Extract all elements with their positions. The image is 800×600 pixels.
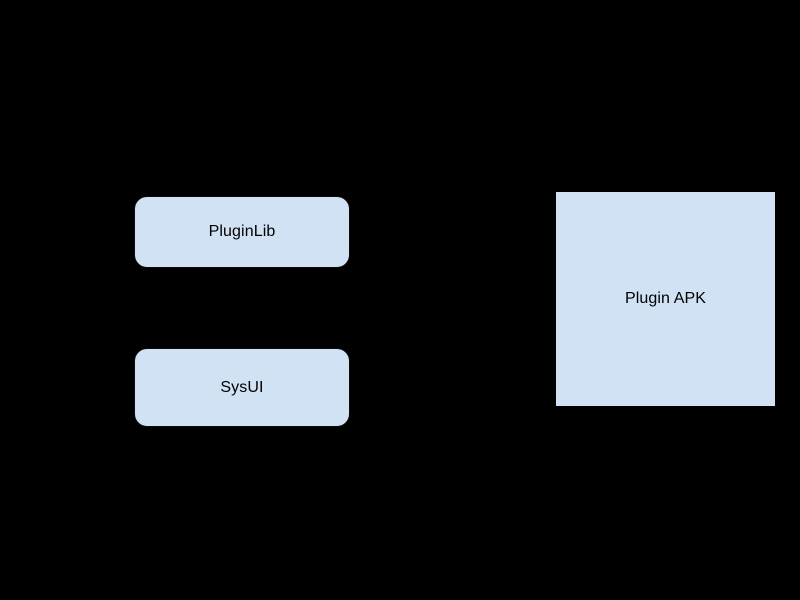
node-sysui[interactable]: SysUI [134,348,350,427]
node-plugin-apk-label: Plugin APK [624,290,707,308]
node-pluginlib[interactable]: PluginLib [134,196,350,268]
node-pluginlib-label: PluginLib [208,223,276,241]
edge-sysui-to-plugin-apk [350,382,558,390]
node-plugin-apk[interactable]: Plugin APK [556,192,775,406]
node-sysui-label: SysUI [220,378,264,396]
